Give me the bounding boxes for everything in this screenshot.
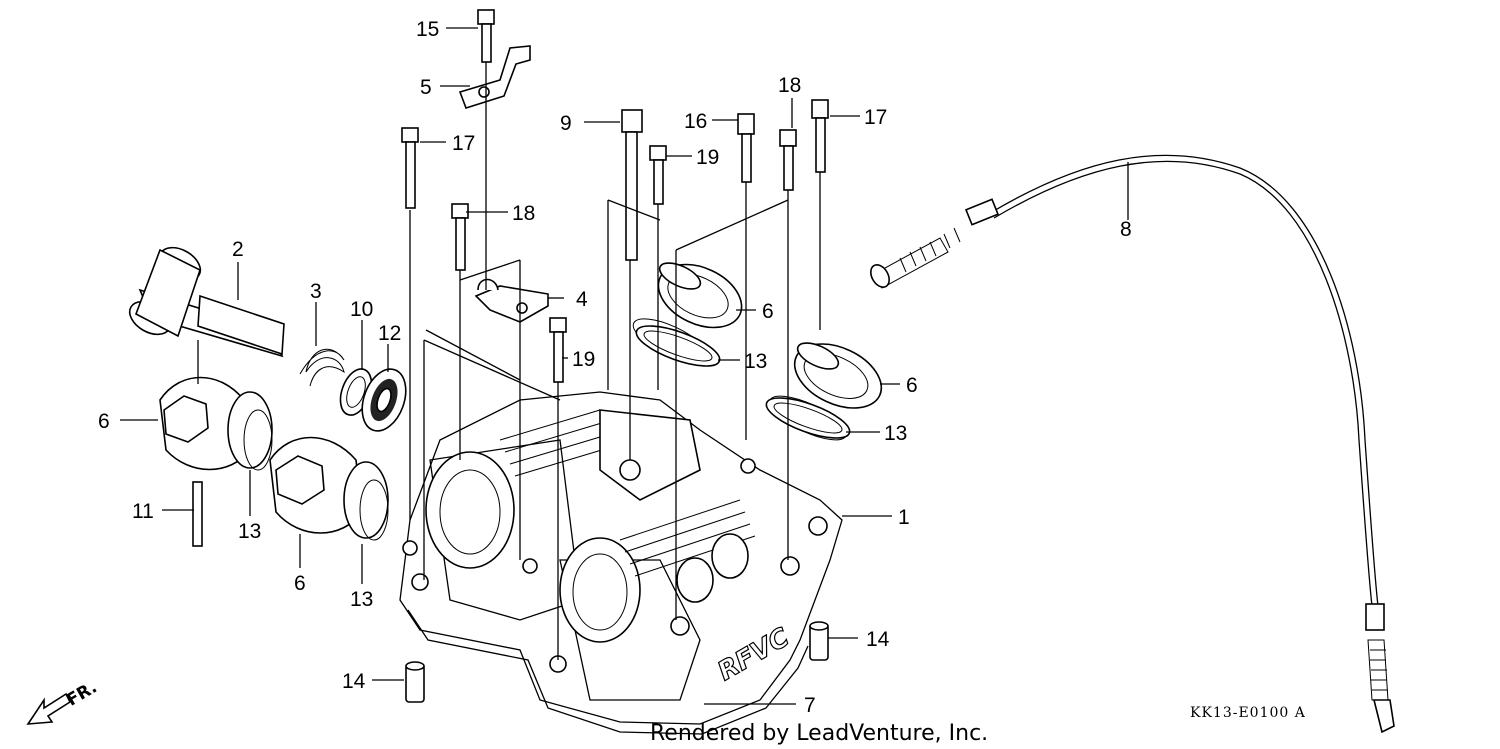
callout-14: 14 — [342, 670, 366, 693]
callout-6: 6 — [762, 300, 774, 323]
cylinder-head-cover: RFVC — [399, 391, 843, 735]
callout-18: 18 — [512, 202, 535, 225]
callout-1: 1 — [898, 506, 910, 529]
callout-labels: 15 5 17 18 2 3 10 12 4 19 9 19 16 18 17 … — [98, 18, 1132, 717]
callout-9: 9 — [560, 112, 572, 135]
callout-13: 13 — [238, 520, 261, 543]
throttle-cable — [870, 154, 1395, 734]
gasket-right-bottom — [765, 397, 851, 439]
callout-17: 17 — [864, 106, 887, 129]
callout-6: 6 — [98, 410, 110, 433]
bolt-9 — [621, 109, 643, 261]
gasket-right-top — [635, 325, 721, 367]
callout-19: 19 — [572, 348, 595, 371]
shaft-part — [128, 246, 285, 358]
callout-13: 13 — [884, 422, 907, 445]
callout-4: 4 — [576, 288, 588, 311]
tappet-cap-left-top — [159, 376, 273, 471]
callout-18: 18 — [778, 74, 801, 97]
diagram-code: KK13-E0100 A — [1190, 705, 1306, 721]
dowel-14-left — [405, 661, 425, 703]
callout-12: 12 — [378, 322, 401, 345]
guide-lines — [197, 62, 821, 660]
callout-2: 2 — [232, 238, 244, 261]
callout-19: 19 — [696, 146, 719, 169]
leader-lines — [120, 27, 1129, 705]
cover-emboss: RFVC — [713, 623, 795, 687]
bearing-part — [361, 368, 407, 432]
callout-14: 14 — [866, 628, 890, 651]
callout-17: 17 — [452, 132, 475, 155]
callout-6: 6 — [906, 374, 918, 397]
bolt-17-right — [811, 99, 829, 173]
dowel-14-right — [809, 621, 829, 661]
bolt-16 — [737, 113, 755, 183]
callout-8: 8 — [1120, 218, 1132, 241]
dowel-pin-part — [192, 481, 203, 547]
render-credit: Rendered by LeadVenture, Inc. — [650, 721, 988, 746]
tappet-cap-left-bottom — [269, 436, 389, 541]
bolt-18-right — [779, 129, 797, 191]
callout-5: 5 — [420, 76, 432, 99]
callout-11: 11 — [132, 500, 154, 523]
callout-13: 13 — [744, 350, 767, 373]
callout-6: 6 — [294, 572, 306, 595]
front-direction-label: FR. — [63, 677, 100, 710]
bolt-15 — [477, 9, 495, 63]
bolt-17-left — [401, 127, 419, 209]
callout-10: 10 — [350, 298, 373, 321]
callout-16: 16 — [684, 110, 707, 133]
front-direction-arrow: FR. — [26, 677, 101, 725]
callout-13: 13 — [350, 588, 373, 611]
callout-3: 3 — [310, 280, 322, 303]
tappet-cap-right-bottom — [768, 342, 883, 441]
bolt-18-left — [451, 203, 469, 271]
bolt-19-right — [649, 145, 667, 205]
spring-part — [299, 348, 345, 387]
bracket-lower — [474, 278, 549, 323]
bracket-upper — [458, 45, 531, 109]
callout-7: 7 — [804, 694, 816, 717]
bolt-19-left — [549, 317, 567, 383]
callout-15: 15 — [416, 18, 439, 41]
